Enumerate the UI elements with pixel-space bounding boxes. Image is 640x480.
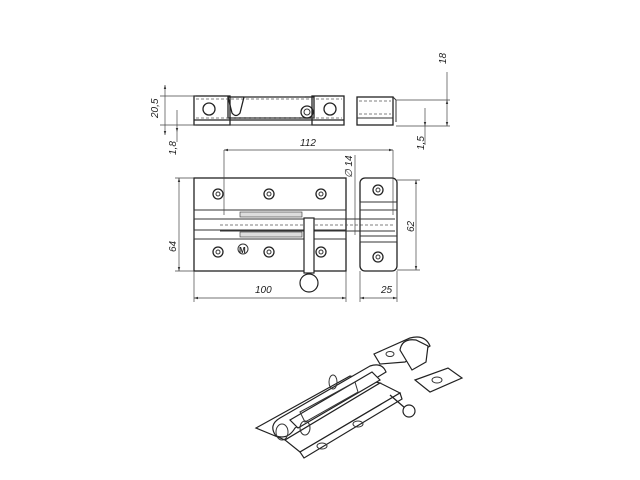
front-view: M 112 ∅ 14 64 62 100 bbox=[168, 138, 420, 302]
dim-keeper-width: 25 bbox=[380, 285, 393, 296]
isometric-view bbox=[254, 336, 464, 459]
dim-bolt-height: 18 bbox=[438, 52, 449, 64]
dim-plate-thickness-left: 1,8 bbox=[168, 141, 179, 155]
dim-keeper-height: 62 bbox=[406, 220, 417, 232]
screw-holes bbox=[212, 188, 327, 258]
top-view: 20,5 1,8 18 1,5 bbox=[150, 52, 450, 155]
marking-label: M bbox=[239, 246, 246, 255]
dim-plate-thickness-right: 1,5 bbox=[416, 136, 427, 150]
dim-height-total: 20,5 bbox=[150, 98, 161, 119]
dim-bolt-length: 112 bbox=[300, 138, 316, 149]
dim-plate-height: 64 bbox=[168, 240, 179, 252]
dim-bolt-diameter: ∅ 14 bbox=[344, 155, 355, 178]
dim-plate-width: 100 bbox=[255, 285, 272, 296]
